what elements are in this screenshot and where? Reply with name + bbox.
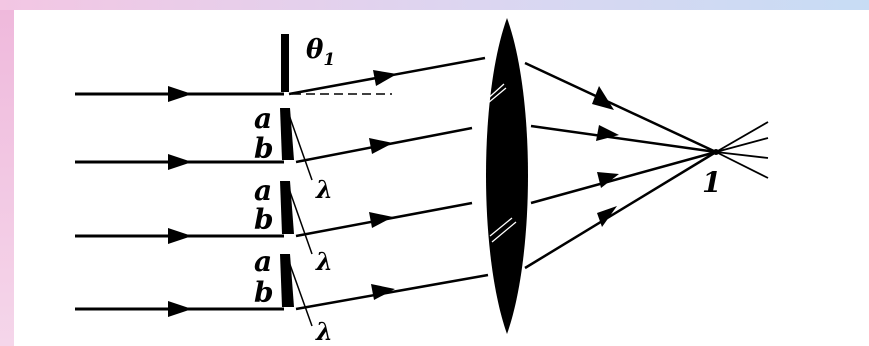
path-difference-line xyxy=(287,111,313,181)
lens-highlight xyxy=(489,217,513,237)
arrowhead-icon xyxy=(168,301,192,317)
converging-ray-4 xyxy=(524,150,717,270)
grating-bar xyxy=(280,108,294,160)
diverging-ray xyxy=(715,137,769,153)
grating-bar xyxy=(280,181,294,234)
lens-highlight xyxy=(483,83,505,103)
diffraction-grating xyxy=(280,34,294,307)
arrowhead-icon xyxy=(597,172,619,188)
converging-arrowheads xyxy=(592,86,619,227)
incident-rays xyxy=(75,92,284,311)
incident-arrowheads xyxy=(168,86,192,317)
converging-rays xyxy=(524,61,717,270)
arrowhead-icon xyxy=(597,206,617,227)
arrowhead-icon xyxy=(592,86,614,110)
path-difference-line xyxy=(287,185,313,255)
label-a-1: a xyxy=(254,102,272,135)
arrowhead-icon xyxy=(373,70,397,86)
converging-ray-3 xyxy=(530,150,717,205)
lens-highlight xyxy=(491,221,517,243)
label-b-2: b xyxy=(254,203,274,236)
arrowhead-icon xyxy=(168,86,192,102)
decorative-left-band xyxy=(0,10,14,346)
label-b-3: b xyxy=(254,276,274,309)
diverging-ray xyxy=(715,121,769,153)
lens-highlight xyxy=(481,87,507,109)
converging-ray-1 xyxy=(524,61,717,154)
arrowhead-icon xyxy=(168,154,192,170)
diffracted-ray-4 xyxy=(295,273,489,311)
arrowhead-icon xyxy=(168,228,192,244)
grating-bar xyxy=(280,254,294,307)
lambda-label-3: λ xyxy=(315,317,333,346)
label-a-3: a xyxy=(254,245,272,278)
focus-label: 1 xyxy=(702,166,721,199)
converging-ray-2 xyxy=(530,124,717,154)
label-b-1: b xyxy=(254,132,274,165)
decorative-top-band xyxy=(0,0,869,10)
diverging-rays xyxy=(715,121,769,179)
diverging-ray xyxy=(715,151,769,159)
path-difference-lines xyxy=(287,111,313,327)
arrowhead-icon xyxy=(596,125,619,141)
focal-point xyxy=(713,149,719,155)
diverging-ray xyxy=(715,151,769,179)
label-a-2: a xyxy=(254,174,272,207)
arrowhead-icon xyxy=(369,138,393,154)
theta-label: θ1 xyxy=(306,35,335,70)
lambda-label-2: λ xyxy=(315,247,333,276)
converging-lens xyxy=(481,18,528,334)
path-difference-line xyxy=(287,258,313,327)
lens-body xyxy=(486,18,528,334)
grating-bar xyxy=(281,34,289,92)
lambda-label-1: λ xyxy=(315,175,333,204)
arrowhead-icon xyxy=(371,284,395,300)
diffracted-arrowheads xyxy=(369,70,397,300)
arrowhead-icon xyxy=(369,212,393,228)
